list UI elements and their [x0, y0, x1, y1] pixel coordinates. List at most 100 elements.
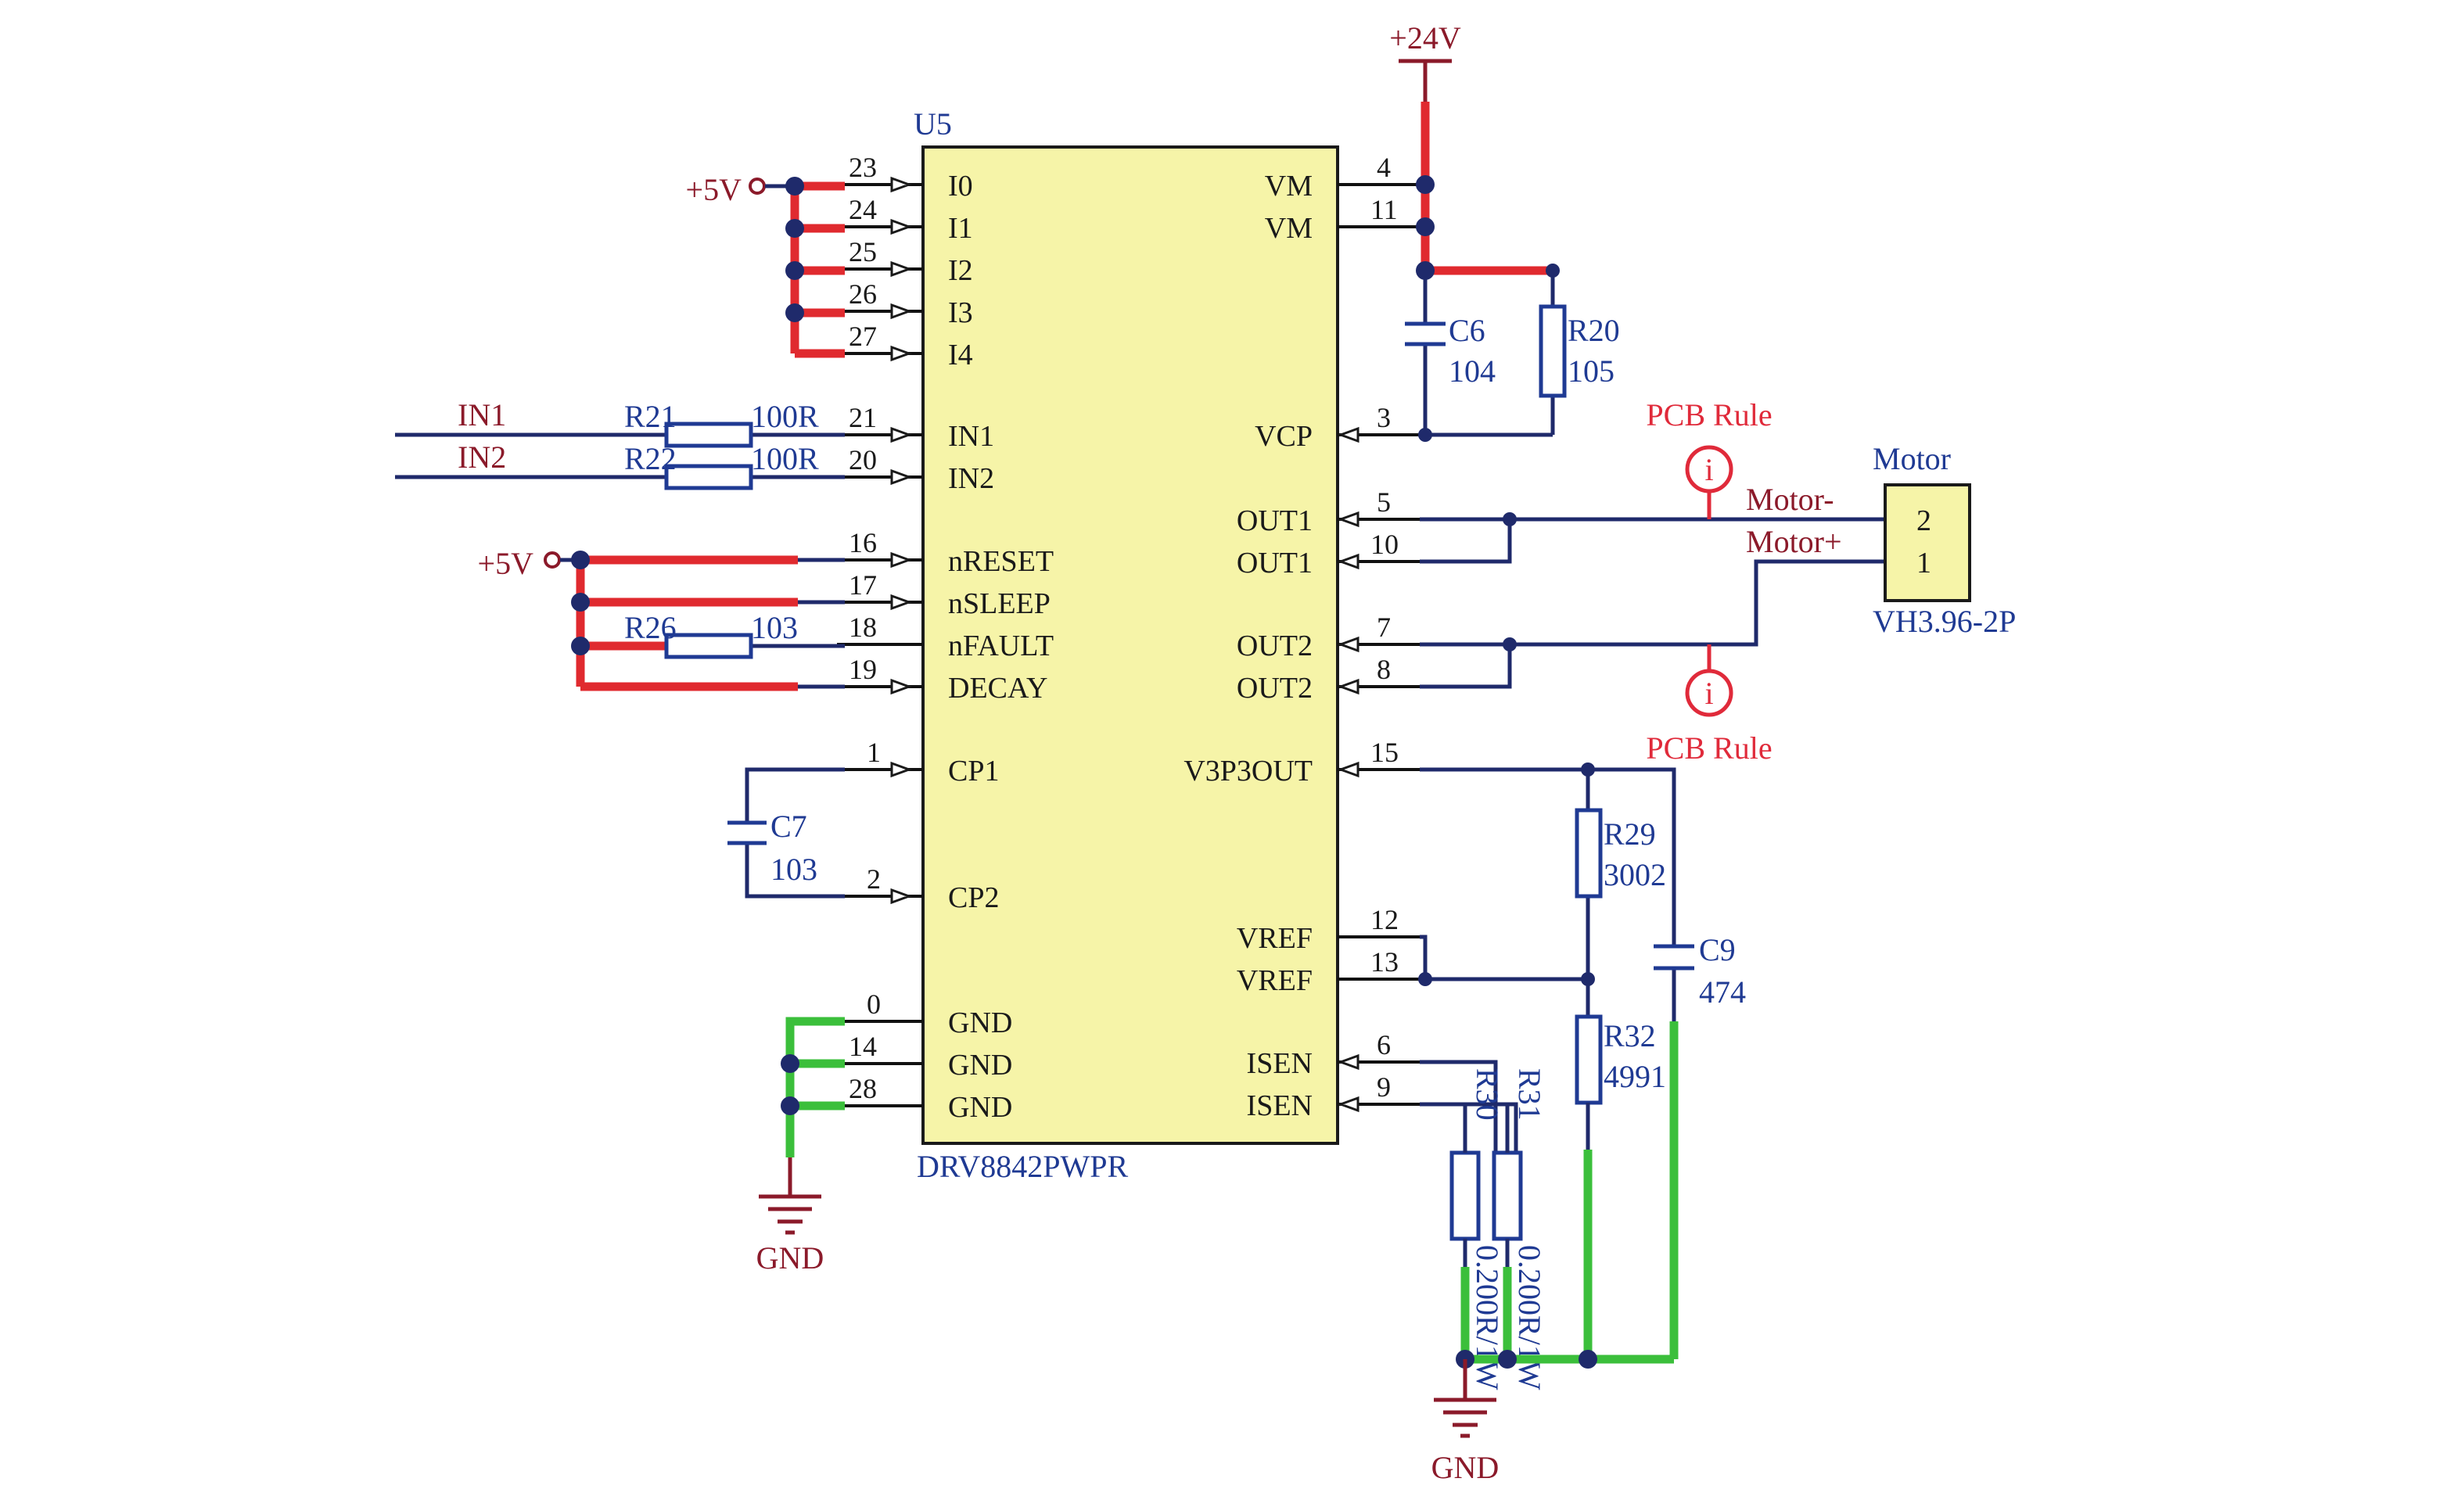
r21-ref: R21 [624, 399, 677, 434]
pin-name-v3p3out: V3P3OUT [1184, 755, 1313, 788]
connector-title: Motor [1873, 441, 1951, 476]
r32-value: 4991 [1604, 1059, 1666, 1094]
r29-ref: R29 [1604, 816, 1656, 852]
pin-name-vref-12: VREF [1237, 922, 1313, 955]
pin-num-3: 3 [1377, 402, 1391, 433]
wire-plus24v [1421, 102, 1553, 275]
net-label-gnd-bottom: GND [1431, 1450, 1500, 1485]
pin-num-2: 2 [867, 863, 881, 895]
pin-num-27: 27 [849, 321, 877, 352]
pin-name-isen-6: ISEN [1247, 1047, 1313, 1080]
left-pin-stubs [837, 183, 923, 1107]
pin-name-i1: I1 [948, 212, 973, 245]
r20-value: 105 [1568, 353, 1615, 389]
r21-value: 100R [751, 399, 819, 434]
r26-ref: R26 [624, 610, 677, 645]
pin-name-nsleep: nSLEEP [948, 587, 1051, 620]
power-bar-plus24v [1399, 59, 1452, 102]
net-label-in2: IN2 [458, 440, 506, 475]
wire-gnd-bottom-link [1463, 1239, 1510, 1267]
junctions-out [1503, 512, 1517, 651]
c9-ref: C9 [1699, 932, 1736, 967]
net-label-gnd-left: GND [756, 1240, 824, 1276]
pcb-rule-bottom-marker [1685, 669, 1733, 717]
junctions-vm [1416, 175, 1435, 280]
wire-isen [1420, 1060, 1518, 1153]
pin-name-i2: I2 [948, 254, 973, 287]
wire-isen-split [1463, 1102, 1510, 1153]
wire-cp1-cp2 [745, 767, 845, 899]
capacitor-c7 [727, 820, 767, 845]
junctions-plus5v-top [785, 177, 804, 322]
ground-symbol-bottom [1434, 1398, 1496, 1438]
r26-value: 103 [751, 610, 798, 645]
pin-name-i3: I3 [948, 296, 973, 329]
connector-part: VH3.96-2P [1873, 604, 2016, 639]
pin-num-9: 9 [1377, 1071, 1391, 1103]
power-port-plus5v-top [749, 178, 766, 195]
net-label-plus5v-mid: +5V [478, 546, 534, 581]
pin-num-26: 26 [849, 278, 877, 310]
c9-value: 474 [1699, 974, 1746, 1010]
pin-num-6: 6 [1377, 1029, 1391, 1060]
ic-ref: U5 [914, 106, 952, 142]
c7-ref: C7 [770, 809, 807, 844]
resistor-r29 [1575, 808, 1603, 899]
pin-name-in2: IN2 [948, 462, 994, 495]
pin-name-out2-8: OUT2 [1237, 672, 1313, 705]
net-label-in1: IN1 [458, 397, 506, 432]
wire-gnd-left [785, 1017, 845, 1157]
pin-num-10: 10 [1370, 529, 1399, 560]
c7-value: 103 [770, 852, 817, 887]
pcb-rule-bottom-info-icon: i [1704, 676, 1713, 711]
pin-num-13: 13 [1370, 946, 1399, 978]
resistor-r21 [664, 422, 753, 448]
connector-pin-1: 1 [1916, 547, 1931, 579]
net-label-motor-plus: Motor+ [1746, 524, 1842, 559]
pin-name-cp2: CP2 [948, 881, 999, 914]
pcb-rule-bottom-label: PCB Rule [1646, 730, 1772, 766]
wire-c6 [1420, 271, 1555, 437]
pin-name-out1-5: OUT1 [1237, 504, 1313, 537]
connector-pin-2: 2 [1916, 504, 1931, 537]
pin-num-12: 12 [1370, 904, 1399, 935]
pin-num-11: 11 [1370, 194, 1398, 225]
left-pin-arrows [890, 176, 913, 905]
junctions-plus5v-mid [571, 551, 590, 655]
resistor-r31 [1492, 1150, 1523, 1241]
pin-name-isen-9: ISEN [1247, 1089, 1313, 1122]
pin-name-vref-13: VREF [1237, 964, 1313, 997]
wire-nfault [751, 558, 845, 689]
capacitor-c6 [1405, 321, 1446, 346]
c6-value: 104 [1449, 353, 1496, 389]
pin-num-24: 24 [849, 194, 877, 225]
pin-num-15: 15 [1370, 737, 1399, 768]
pin-num-1: 1 [867, 737, 881, 768]
pin-num-4: 4 [1377, 152, 1391, 183]
resistor-r20 [1539, 304, 1567, 398]
r30-value: 0.200R/1W [1470, 1245, 1505, 1390]
wire-plus5v-mid-bus [576, 555, 798, 691]
pin-num-23: 23 [849, 152, 877, 183]
c6-ref: C6 [1449, 313, 1485, 348]
wire-v3p3out [1420, 767, 1676, 1021]
pcb-rule-top-info-icon: i [1704, 452, 1713, 487]
r31-ref: R31 [1512, 1068, 1547, 1121]
pin-name-in1: IN1 [948, 420, 994, 453]
pin-name-vm-11: VM [1265, 212, 1313, 245]
pin-name-out2-7: OUT2 [1237, 630, 1313, 662]
pin-name-decay: DECAY [948, 672, 1047, 705]
pin-num-8: 8 [1377, 654, 1391, 685]
pin-num-28: 28 [849, 1073, 877, 1104]
resistor-r30 [1449, 1150, 1481, 1241]
connector-motor [1884, 483, 1971, 602]
r32-ref: R32 [1604, 1018, 1656, 1053]
right-pin-arrows [1337, 426, 1360, 1113]
pin-name-cp1: CP1 [948, 755, 999, 788]
r22-ref: R22 [624, 441, 677, 476]
wire-gnd-bottom [1460, 1021, 1679, 1364]
r29-value: 3002 [1604, 857, 1666, 892]
capacitor-c9 [1654, 944, 1694, 971]
pin-num-25: 25 [849, 236, 877, 267]
